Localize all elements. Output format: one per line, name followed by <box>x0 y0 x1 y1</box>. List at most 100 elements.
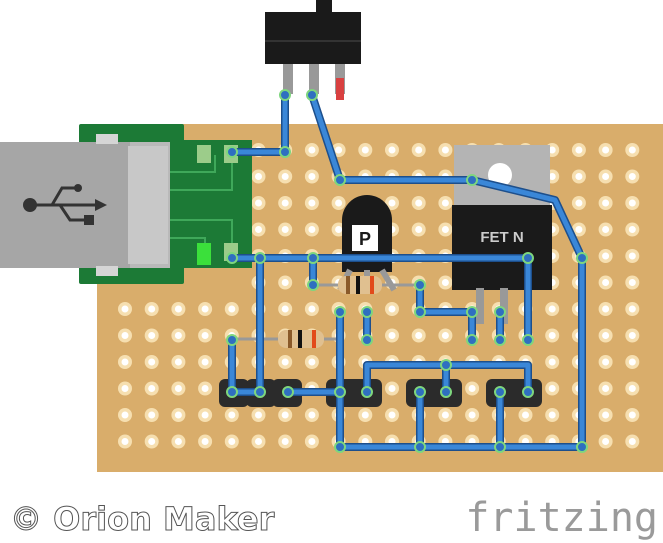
board-hole <box>228 305 236 313</box>
board-hole <box>548 385 556 392</box>
wire-endpoint <box>226 146 238 158</box>
wire-endpoint <box>466 174 478 186</box>
resistor-1 <box>312 276 420 294</box>
board-hole <box>228 411 236 419</box>
board-hole <box>148 411 156 419</box>
wire-endpoint <box>361 306 373 318</box>
board-hole <box>602 146 610 154</box>
board-hole <box>628 279 636 286</box>
wire-endpoint <box>466 334 478 346</box>
wire-endpoint <box>334 386 346 398</box>
board-hole <box>441 146 449 154</box>
board-hole <box>602 385 610 392</box>
board-hole <box>308 226 316 233</box>
board-hole <box>388 411 396 419</box>
board-hole <box>121 332 129 339</box>
board-hole <box>441 411 449 419</box>
board-hole <box>255 226 262 233</box>
board-hole <box>628 358 636 366</box>
wire-endpoint <box>334 441 346 453</box>
board-hole <box>308 173 316 180</box>
transistor: P <box>337 195 397 292</box>
usb-connector <box>0 124 252 284</box>
board-hole <box>281 358 289 366</box>
board-hole <box>255 438 262 445</box>
board-hole <box>522 411 529 419</box>
board-hole <box>281 438 289 445</box>
wire-endpoint <box>414 441 426 453</box>
board-hole <box>548 411 556 419</box>
board-hole <box>548 305 556 313</box>
board-hole <box>575 226 583 233</box>
board-hole <box>575 173 583 180</box>
usb-icon <box>23 184 107 225</box>
board-hole <box>575 199 583 207</box>
wire-endpoint <box>576 252 588 264</box>
board-hole <box>281 199 289 207</box>
board-hole <box>255 411 262 419</box>
board-hole <box>201 438 209 445</box>
board-hole <box>628 411 636 419</box>
board-hole <box>628 173 636 180</box>
wire-endpoint <box>226 334 238 346</box>
board-hole <box>441 279 449 286</box>
wire-endpoint <box>522 334 534 346</box>
board-hole <box>602 279 610 286</box>
board-hole <box>602 252 610 260</box>
board-hole <box>174 358 182 366</box>
board-hole <box>281 411 289 419</box>
wire-endpoint <box>522 252 534 264</box>
board-hole <box>548 358 556 366</box>
board-hole <box>388 305 396 313</box>
board-hole <box>281 226 289 233</box>
board-hole <box>415 226 423 233</box>
board-hole <box>628 385 636 392</box>
wire-endpoint <box>494 441 506 453</box>
board-hole <box>148 358 156 366</box>
board-hole <box>602 226 610 233</box>
board-hole <box>148 385 156 392</box>
board-hole <box>361 146 369 154</box>
board-hole <box>602 332 610 339</box>
board-hole <box>308 305 316 313</box>
wire-endpoint <box>440 359 452 371</box>
wire-endpoint <box>361 386 373 398</box>
board-hole <box>174 438 182 445</box>
mosfet-label: FET N <box>480 229 523 246</box>
board-hole <box>415 199 423 207</box>
wire-endpoint <box>414 279 426 291</box>
board-hole <box>121 411 129 419</box>
board-hole <box>628 438 636 445</box>
board-hole <box>602 173 610 180</box>
board-hole <box>308 199 316 207</box>
board-hole <box>602 305 610 313</box>
board-hole <box>148 305 156 313</box>
board-hole <box>201 358 209 366</box>
board-hole <box>281 279 289 286</box>
wire-endpoint <box>334 174 346 186</box>
board-hole <box>628 226 636 233</box>
board-hole <box>548 173 556 180</box>
board-hole <box>388 332 396 339</box>
board-hole <box>628 332 636 339</box>
board-hole <box>361 411 369 419</box>
wire-endpoint <box>254 386 266 398</box>
board-hole <box>575 146 583 154</box>
board-hole <box>415 146 423 154</box>
board-hole <box>441 199 449 207</box>
resistor-2 <box>232 330 340 348</box>
board-hole <box>308 146 316 154</box>
board-hole <box>628 146 636 154</box>
board-hole <box>121 385 129 392</box>
board-hole <box>121 438 129 445</box>
wire <box>309 92 585 450</box>
board-hole <box>201 411 209 419</box>
board-hole <box>602 199 610 207</box>
board-hole <box>335 199 343 207</box>
board-hole <box>121 305 129 313</box>
board-hole <box>602 358 610 366</box>
board-hole <box>174 332 182 339</box>
slide-switch <box>265 0 361 100</box>
wire <box>229 255 263 395</box>
